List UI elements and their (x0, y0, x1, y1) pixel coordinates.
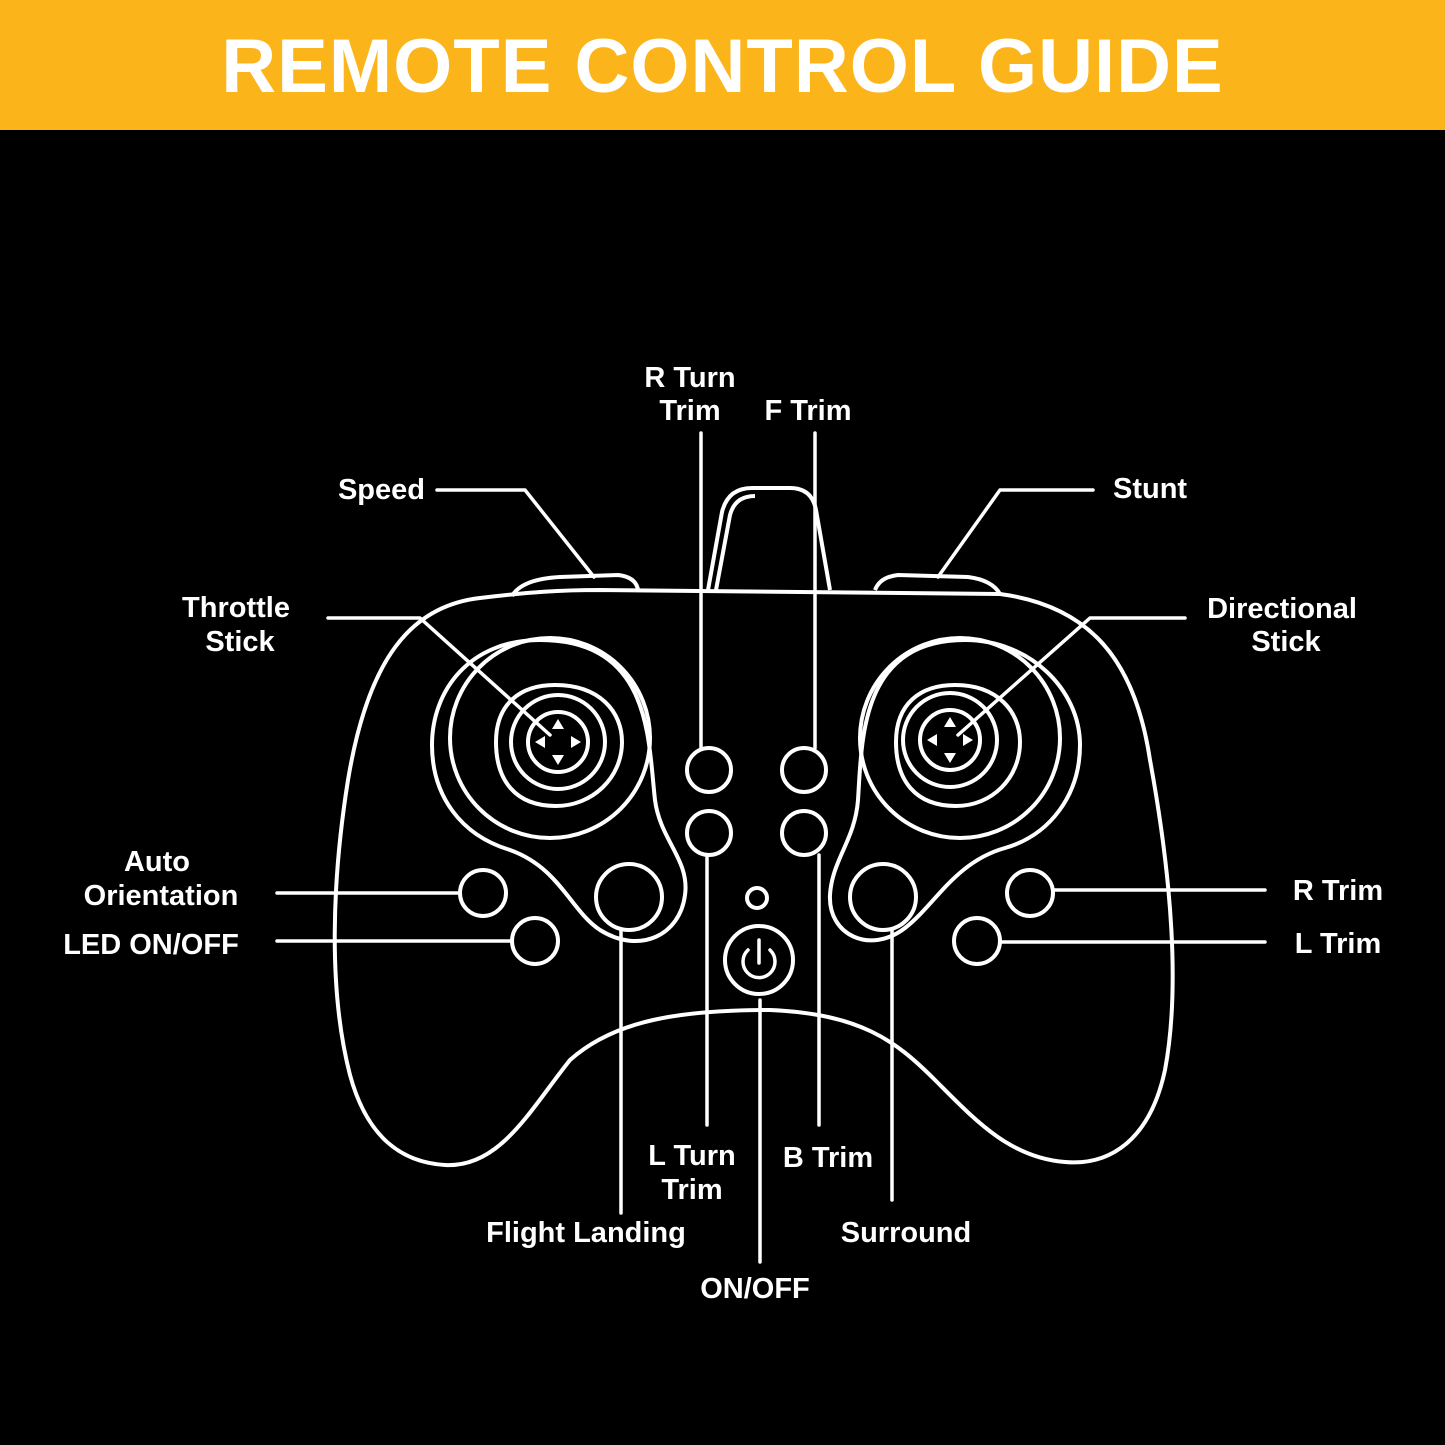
label-directional-stick-line1: Directional (1207, 593, 1357, 625)
label-led-on-off: LED ON/OFF (63, 929, 239, 961)
throttle-stick-cap-inner (526, 710, 590, 774)
auto-orientation-button (458, 868, 508, 918)
label-auto-orientation-line1: Auto (124, 846, 190, 878)
four-way-arrow-icon (535, 719, 581, 765)
directional-stick-leader (956, 616, 1187, 737)
throttle-stick-base (494, 683, 624, 808)
directional-stick-ring-outer (858, 636, 1062, 840)
antenna (706, 486, 832, 591)
directional-stick-cap-outer (901, 691, 999, 789)
label-r-turn-trim-line1: R Turn (644, 362, 735, 394)
flight-landing-button (594, 862, 664, 932)
label-r-trim: R Trim (1293, 875, 1383, 907)
r-trim-button (1005, 868, 1055, 918)
controller-body (332, 486, 1175, 1168)
label-auto-orientation-line2: Orientation (84, 880, 239, 912)
throttle-stick-cap-outer (509, 693, 607, 791)
controller-buttons (458, 746, 1055, 996)
stunt-shoulder-button (873, 573, 1002, 596)
diagram-labels: R Turn Trim F Trim Speed Stunt Throttle … (63, 362, 1383, 1305)
page-title: REMOTE CONTROL GUIDE (221, 24, 1224, 109)
label-speed: Speed (338, 474, 425, 506)
label-l-turn-trim-line1: L Turn (648, 1140, 736, 1172)
directional-stick-cap-inner (918, 708, 982, 772)
speed-leader (435, 488, 596, 579)
throttle-stick-leader (326, 616, 552, 737)
l-turn-trim-button (685, 809, 733, 857)
label-directional-stick-line2: Stick (1251, 626, 1321, 658)
power-icon (741, 938, 777, 980)
l-trim-button (952, 916, 1002, 966)
label-stunt: Stunt (1113, 473, 1187, 505)
left-stick-well (430, 638, 688, 943)
label-flight-landing: Flight Landing (486, 1217, 686, 1249)
f-trim-button (780, 746, 828, 794)
surround-button (848, 862, 918, 932)
controller-outline (332, 588, 1175, 1168)
antenna-inner (714, 494, 756, 591)
label-l-trim: L Trim (1295, 928, 1382, 960)
label-on-off: ON/OFF (700, 1273, 810, 1305)
label-f-trim: F Trim (764, 395, 851, 427)
leader-lines (275, 431, 1267, 1264)
power-indicator-light (745, 886, 769, 910)
header-banner: REMOTE CONTROL GUIDE (0, 0, 1445, 130)
label-surround: Surround (841, 1217, 972, 1249)
label-b-trim: B Trim (783, 1142, 873, 1174)
throttle-stick-ring-outer (448, 636, 652, 840)
four-way-arrow-icon (927, 717, 973, 763)
r-turn-trim-button (685, 746, 733, 794)
label-r-turn-trim-line2: Trim (659, 395, 720, 427)
directional-stick-base (894, 683, 1022, 808)
speed-shoulder-button (510, 573, 640, 598)
label-throttle-stick-line1: Throttle (182, 592, 290, 624)
b-trim-button (780, 809, 828, 857)
led-button (510, 916, 560, 966)
label-l-turn-trim-line2: Trim (661, 1174, 722, 1206)
stunt-leader (936, 488, 1095, 579)
right-stick-well (827, 638, 1082, 943)
on-off-button (723, 924, 795, 996)
label-throttle-stick-line2: Stick (205, 626, 275, 658)
